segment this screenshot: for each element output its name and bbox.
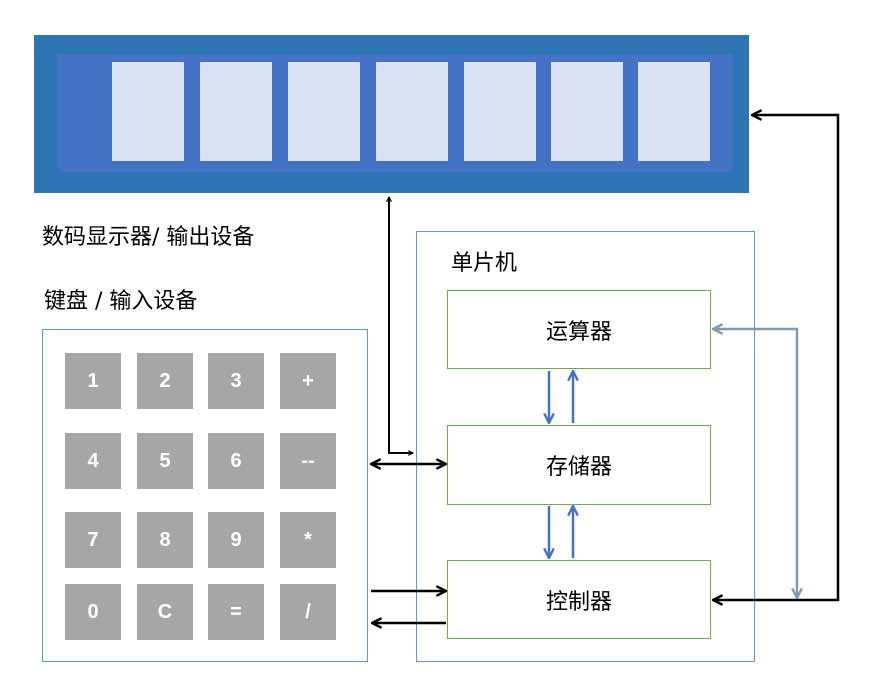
key-divide[interactable]: / [280,584,336,640]
key-0[interactable]: 0 [65,584,121,640]
keyboard-label: 键盘 / 输入设备 [44,289,198,314]
key-equals[interactable]: = [208,584,264,640]
key-1[interactable]: 1 [65,353,121,409]
display-digit [551,62,623,161]
key-2[interactable]: 2 [137,353,193,409]
controller-box: 控制器 [447,560,711,639]
display-digit [288,62,360,161]
arrow-alu-controller [713,329,797,598]
key-minus[interactable]: -- [280,433,336,489]
display-digit [200,62,272,161]
key-clear[interactable]: C [137,584,193,640]
key-9[interactable]: 9 [208,512,264,568]
key-3[interactable]: 3 [208,353,264,409]
memory-box: 存储器 [447,425,711,505]
arrow-memory-display [389,197,413,453]
key-multiply[interactable]: * [280,512,336,568]
display-label: 数码显示器/ 输出设备 [42,225,255,250]
controller-label: 控制器 [545,589,612,615]
display-digit [638,62,710,161]
memory-label: 存储器 [545,455,612,480]
key-7[interactable]: 7 [65,512,121,568]
mcu-label: 单片机 [451,251,518,276]
arrow-controller-display [713,115,840,600]
display-digit [464,62,536,161]
key-plus[interactable]: + [280,353,336,409]
alu-label: 运算器 [545,319,612,345]
display-digit [112,62,184,161]
key-6[interactable]: 6 [208,433,264,489]
display-digit [376,62,448,161]
key-8[interactable]: 8 [137,512,193,568]
key-5[interactable]: 5 [137,433,193,489]
alu-box: 运算器 [447,290,711,369]
key-4[interactable]: 4 [65,433,121,489]
